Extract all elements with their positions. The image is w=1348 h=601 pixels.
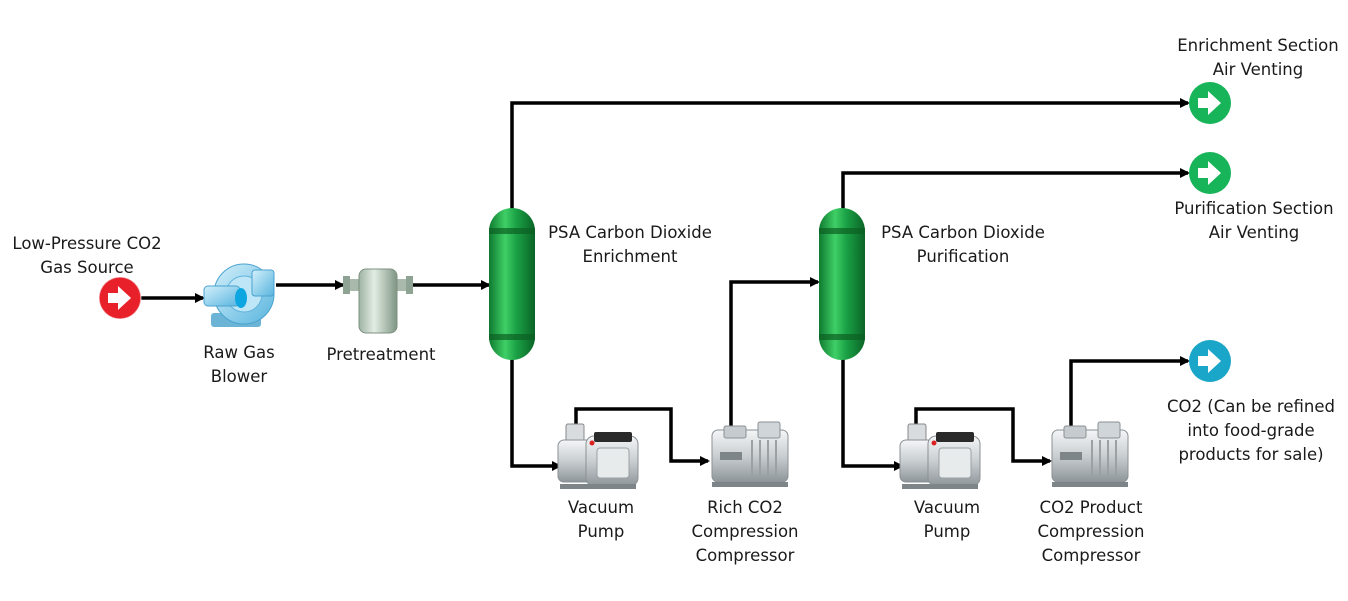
co2-product-compressor-icon — [1051, 421, 1129, 487]
pipe-purification-to-vacuum2 — [841, 358, 904, 471]
purification-vent-label: Purification Section Air Venting — [1174, 199, 1334, 242]
rich-compressor-label: Rich CO2 Compression Compressor — [691, 498, 799, 565]
pretreatment-tank-icon — [343, 268, 413, 334]
purification-vessel-icon — [819, 208, 865, 360]
blower-icon — [203, 263, 275, 327]
enrichment-vent-arrow-icon — [1189, 82, 1231, 124]
pipe-vacuum2-to-product-compressor — [914, 407, 1052, 466]
product-outlet-label: CO2 (Can be refined into food-grade prod… — [1167, 397, 1335, 464]
vacuum-pump-1-icon — [557, 423, 639, 489]
source-label: Low-Pressure CO2 Gas Source — [12, 234, 162, 277]
purification-vent-arrow-icon — [1189, 152, 1231, 194]
product-compressor-label: CO2 Product Compression Compressor — [1037, 498, 1145, 565]
pipe-enrichment-to-vacuum1 — [510, 358, 562, 471]
blower-label: Raw Gas Blower — [203, 343, 275, 386]
pretreatment-label: Pretreatment — [326, 345, 436, 364]
rich-co2-compressor-icon — [711, 421, 789, 487]
enrichment-vessel-icon — [489, 208, 535, 360]
vacuum-pump-2-label: Vacuum Pump — [913, 498, 981, 541]
vacuum-pump-1-label: Vacuum Pump — [567, 498, 635, 541]
pipe-product-compressor-to-outlet — [1069, 356, 1190, 428]
purification-label: PSA Carbon Dioxide Purification — [881, 223, 1045, 266]
pipe-enrichment-vent — [510, 98, 1190, 210]
pipe-rich-compressor-to-purification — [729, 277, 820, 428]
source-arrow-icon — [98, 276, 142, 320]
product-outlet-arrow-icon — [1189, 340, 1231, 382]
enrichment-label: PSA Carbon Dioxide Enrichment — [548, 223, 712, 266]
vacuum-pump-2-icon — [899, 423, 981, 489]
enrichment-vent-label: Enrichment Section Air Venting — [1177, 36, 1339, 79]
pipe-purification-vent — [841, 168, 1190, 210]
pipes — [141, 98, 1190, 471]
pipe-vacuum1-to-rich-compressor — [574, 407, 710, 466]
